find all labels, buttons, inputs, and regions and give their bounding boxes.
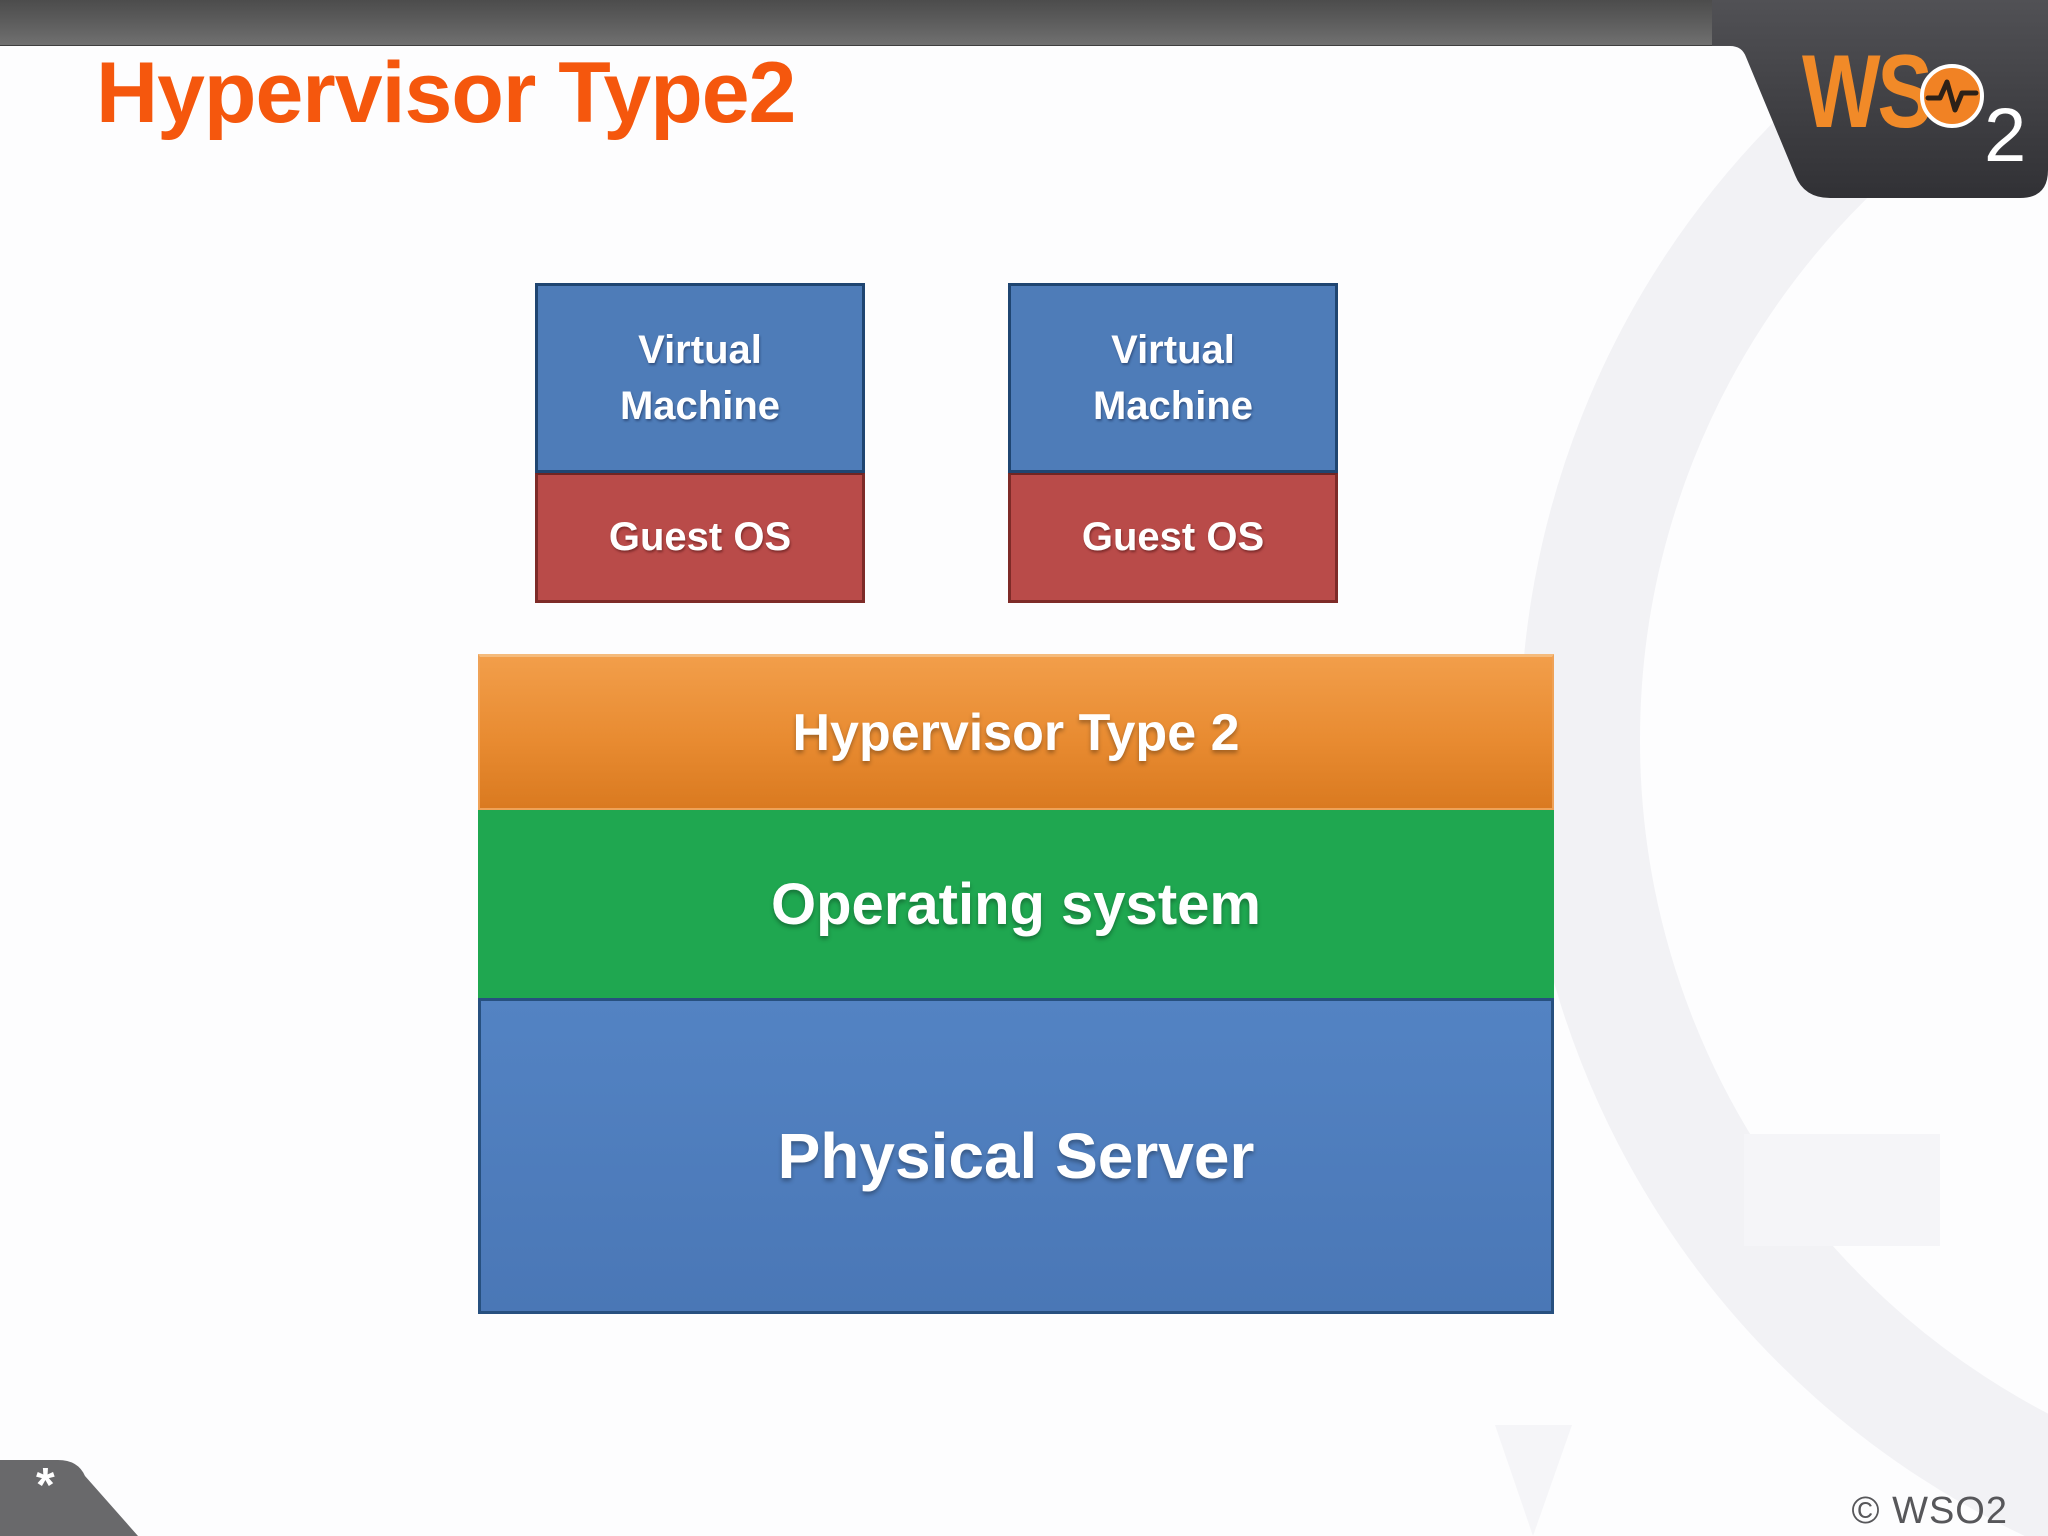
layer-physical-server: Physical Server	[478, 998, 1554, 1314]
guest-os-label-2: Guest OS	[1008, 473, 1338, 603]
watermark-arc	[1520, 0, 2048, 1536]
footnote-tab	[0, 1460, 138, 1536]
wso2-logo: WS 2	[1802, 34, 2026, 174]
vm-label-1-line2: Machine	[619, 384, 781, 428]
layer-hypervisor: Hypervisor Type 2	[478, 654, 1554, 810]
vm-label-2: Virtual Machine	[1008, 283, 1338, 473]
vm-label-1: Virtual Machine	[535, 283, 865, 473]
vm-label-1-line1: Virtual	[638, 328, 762, 372]
layer-operating-system: Operating system	[478, 810, 1554, 998]
heartbeat-pulse-icon	[1920, 64, 1984, 128]
logo-tab-shape	[1712, 0, 2048, 198]
footnote-asterisk: *	[36, 1459, 55, 1512]
top-bar	[0, 0, 2048, 46]
vm-label-2-line2: Machine	[1092, 384, 1254, 428]
footnote-tab-shape	[0, 1460, 138, 1536]
vm-label-2-line1: Virtual	[1111, 328, 1235, 372]
vm-box-1: Virtual Machine Guest OS	[535, 283, 865, 603]
watermark-triangle	[1495, 1425, 1572, 1536]
page-title: Hypervisor Type2	[96, 45, 796, 141]
vm-box-2: Virtual Machine Guest OS	[1008, 283, 1338, 603]
wso2-logo-2: 2	[1984, 93, 2027, 178]
logo-tab	[1712, 0, 2048, 198]
copyright-text: © WSO2	[1851, 1490, 2008, 1532]
wso2-logo-ws: WS	[1802, 34, 1933, 150]
guest-os-label-1: Guest OS	[535, 473, 865, 603]
watermark-bar	[1744, 1134, 1940, 1246]
